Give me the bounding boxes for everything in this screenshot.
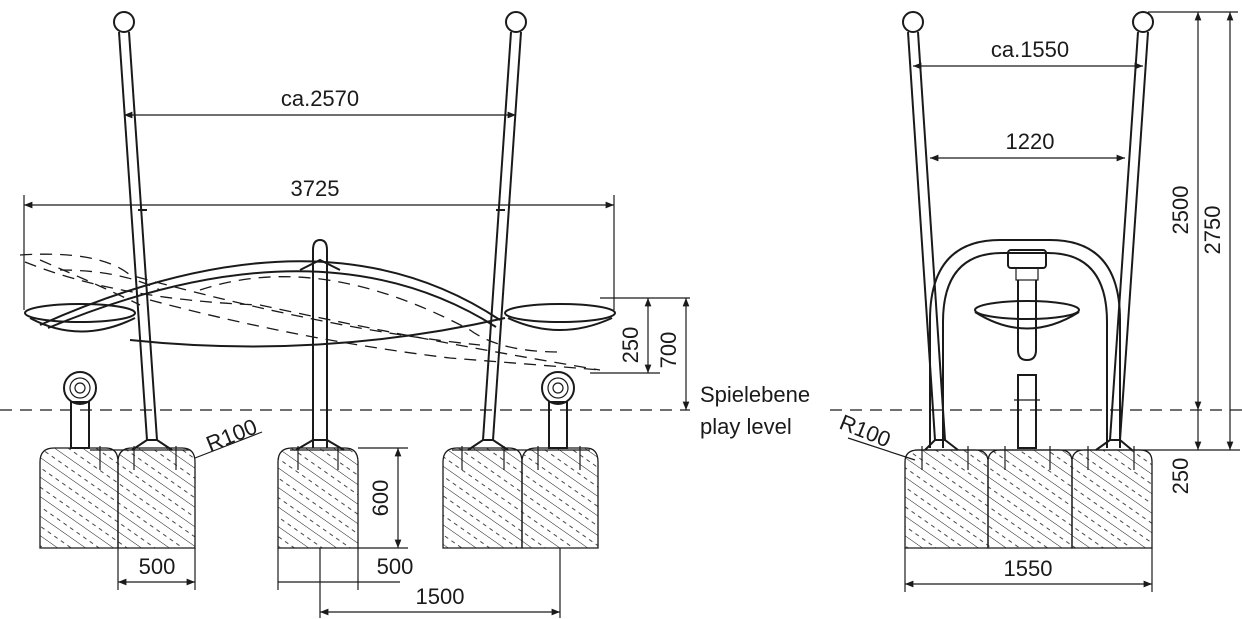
dim-1220-label: 1220 bbox=[1006, 129, 1055, 154]
foundation-blocks-side bbox=[904, 449, 1153, 549]
dim-1500-label: 1500 bbox=[416, 584, 465, 609]
arch-frame bbox=[929, 239, 1121, 448]
spring-post-right bbox=[541, 371, 575, 449]
dimension-2570: ca.2570 bbox=[124, 86, 516, 119]
seesaw-motion-dashed bbox=[19, 253, 601, 371]
dimension-heights-side: 2500 2750 250 bbox=[1148, 11, 1238, 495]
dim-2570-label: ca.2570 bbox=[281, 86, 359, 111]
dimension-500-center: 500 bbox=[277, 548, 414, 590]
dimension-1220: 1220 bbox=[930, 129, 1125, 162]
dim-3725-label: 3725 bbox=[291, 176, 340, 201]
side-view: ca.1550 1220 2500 2750 250 R100 1550 bbox=[836, 11, 1240, 592]
dim-1550-bottom-label: 1550 bbox=[1004, 556, 1053, 581]
tall-pole-left bbox=[113, 11, 173, 451]
spring-post-left bbox=[63, 371, 97, 449]
dimension-1550-bottom: 1550 bbox=[904, 548, 1153, 592]
dim-2750-label: 2750 bbox=[1200, 206, 1225, 255]
dim-600-label: 600 bbox=[368, 480, 393, 517]
dimension-3725: 3725 bbox=[23, 176, 615, 310]
dim-700-label: 700 bbox=[656, 332, 681, 369]
radius-front-label: R100 bbox=[203, 414, 261, 457]
dimension-seat-heights: 250 700 bbox=[590, 297, 690, 410]
dim-500-center-label: 500 bbox=[377, 554, 414, 579]
front-view: 3725 ca.2570 250 700 R100 600 bbox=[19, 11, 690, 618]
seesaw-beam bbox=[24, 260, 616, 348]
dimension-1500: 1500 bbox=[319, 548, 561, 618]
play-level-label-de: Spielebene bbox=[700, 382, 810, 407]
foundation-blocks-front bbox=[39, 447, 599, 549]
dimension-500-left: 500 bbox=[117, 548, 196, 590]
radius-side-label: R100 bbox=[836, 409, 894, 452]
seat-unit-side bbox=[974, 249, 1080, 362]
spring-post-side bbox=[1014, 374, 1040, 449]
dimension-600: 600 bbox=[358, 447, 408, 549]
dim-250-side-label: 250 bbox=[1168, 458, 1193, 495]
dim-250-seat-label: 250 bbox=[618, 327, 643, 364]
dim-500-left-label: 500 bbox=[139, 554, 176, 579]
center-pivot-post bbox=[295, 238, 345, 451]
dimension-1550-top: ca.1550 bbox=[913, 37, 1143, 70]
play-level-label-en: play level bbox=[700, 414, 792, 439]
radius-side: R100 bbox=[836, 409, 916, 461]
dim-2500-label: 2500 bbox=[1168, 186, 1193, 235]
tall-pole-right bbox=[467, 11, 527, 451]
tall-pole-side-right bbox=[1095, 11, 1154, 451]
dim-1550-top-label: ca.1550 bbox=[991, 37, 1069, 62]
radius-front: R100 bbox=[194, 414, 263, 459]
